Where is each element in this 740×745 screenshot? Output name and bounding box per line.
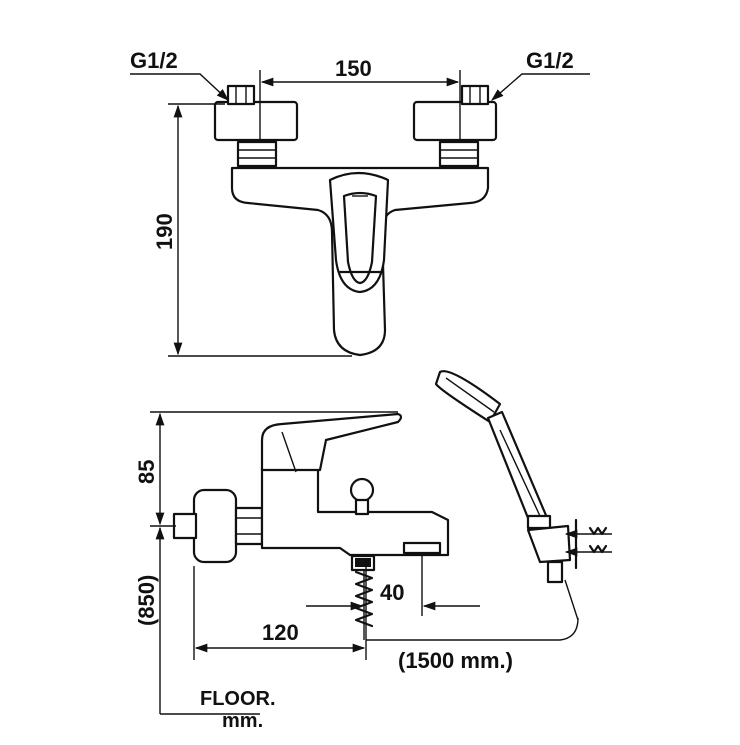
width-dimension-label: 150 [335, 56, 372, 81]
outlet-size-label: 40 [380, 580, 404, 605]
unit-label: mm. [222, 710, 263, 732]
side-view [150, 370, 612, 715]
floor-height-label: (850) [134, 575, 159, 626]
hose-length-label: (1500 mm.) [398, 648, 513, 673]
height-dimension-label: 190 [152, 213, 177, 250]
inlet-left-label: G1/2 [130, 48, 178, 73]
inlet-right-label: G1/2 [526, 48, 574, 73]
floor-label: FLOOR. [200, 688, 276, 710]
spout-height-label: 85 [134, 460, 159, 484]
wall-to-spout-label: 120 [262, 620, 299, 645]
top-view [130, 70, 590, 357]
